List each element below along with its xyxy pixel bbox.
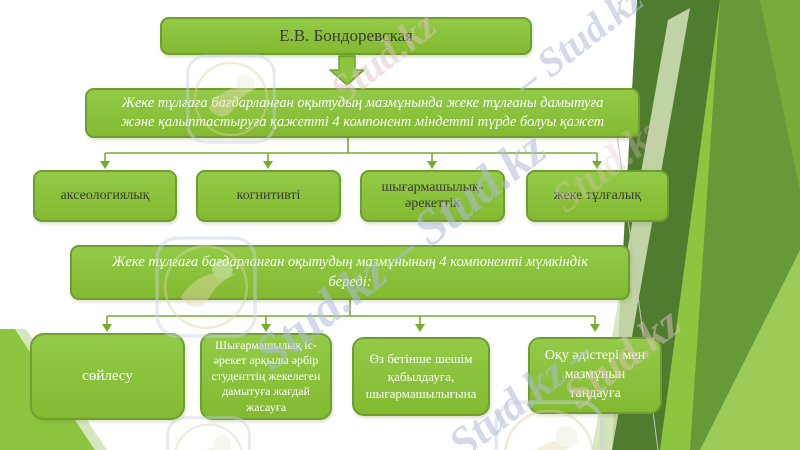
outcome-box-4: Оқу әдістері мен мазмұнын таңдауға (528, 337, 662, 414)
heading-top-box: Жеке тұлғаға бағдарланған оқытудың мазмұ… (85, 88, 640, 138)
outcome-box-1: сөйлесу (30, 333, 185, 420)
component-box-personal: жеке тұлғалық (526, 170, 669, 222)
author-box: Е.В. Бондоревская (160, 17, 532, 55)
outcome-box-2: Шығармашылық іс-әрекет арқылы әрбір студ… (200, 333, 332, 420)
down-block-arrow-icon (329, 55, 365, 86)
heading-bottom-box: Жеке тұлғаға бағдарланған оқытудың мазмұ… (70, 245, 630, 300)
outcome-box-3: Өз бетінше шешім қабылдауға, шығармашылы… (352, 337, 490, 416)
component-box-cognitive: когнитивті (196, 170, 341, 222)
component-box-axiological: аксеологиялық (33, 170, 177, 222)
component-box-creative-activity: шығармашылық-әрекеттік (360, 170, 505, 222)
